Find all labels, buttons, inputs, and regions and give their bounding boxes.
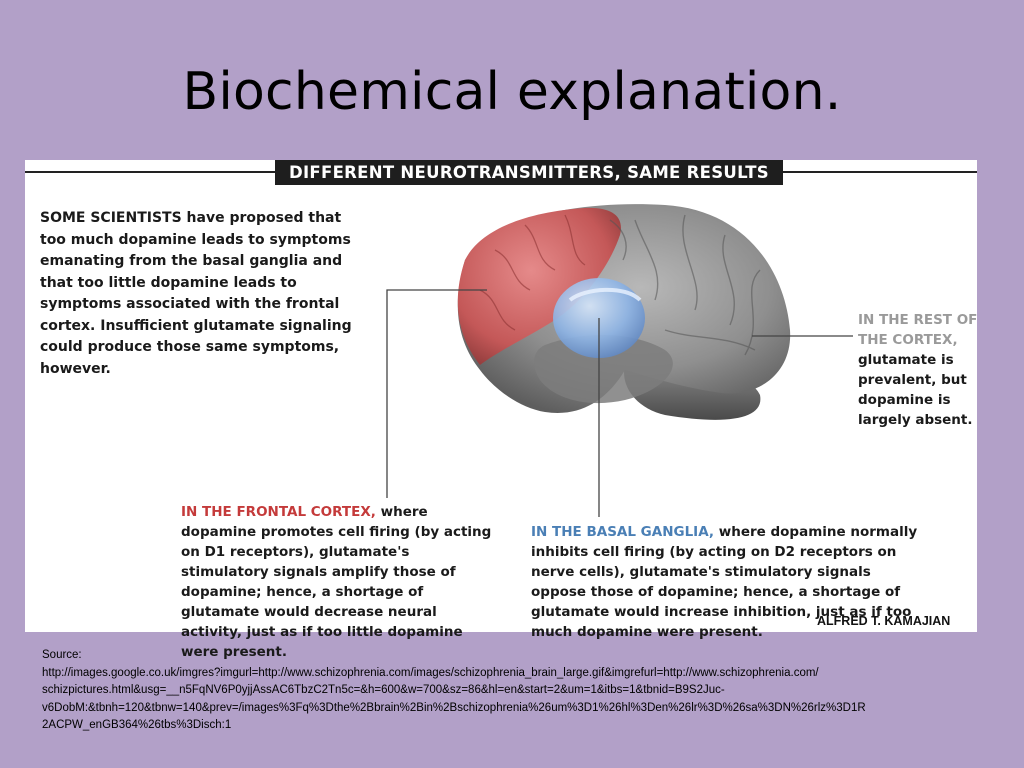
source-line: http://images.google.co.uk/imgres?imgurl… <box>42 666 819 679</box>
basal-ganglia-body: where dopamine normally inhibits cell fi… <box>531 524 918 640</box>
basal-ganglia-head: IN THE BASAL GANGLIA, <box>531 524 715 540</box>
temporal-lobe <box>533 334 673 404</box>
source-line: v6DobM:&tbnh=120&tbnw=140&prev=/images%3… <box>42 701 866 714</box>
intro-lead: SOME SCIENTISTS <box>40 210 182 226</box>
rest-of-cortex-body: glutamate is prevalent, but dopamine is … <box>858 352 973 428</box>
figure-header: DIFFERENT NEUROTRANSMITTERS, SAME RESULT… <box>275 160 783 185</box>
slide-title: Biochemical explanation. <box>182 62 842 122</box>
rest-of-cortex-head: IN THE REST OF THE CORTEX, <box>858 312 978 348</box>
intro-text: SOME SCIENTISTS have proposed that too m… <box>40 208 370 380</box>
rest-of-cortex-caption: IN THE REST OF THE CORTEX, glutamate is … <box>858 310 978 430</box>
brain-figure: DIFFERENT NEUROTRANSMITTERS, SAME RESULT… <box>25 160 978 660</box>
brain-illustration <box>386 204 853 517</box>
leader-lines <box>386 289 853 517</box>
source-line: schizpictures.html&usg=__n5FqNV6P0yjjAss… <box>42 684 725 696</box>
frontal-cortex-head: IN THE FRONTAL CORTEX, <box>181 504 376 520</box>
source-line: Source: <box>42 649 82 661</box>
frontal-cortex-body: where dopamine promotes cell firing (by … <box>181 504 492 660</box>
frontal-cortex-caption: IN THE FRONTAL CORTEX, where dopamine pr… <box>181 502 501 662</box>
basal-ganglia-caption: IN THE BASAL GANGLIA, where dopamine nor… <box>531 522 926 642</box>
source-line: 2ACPW_enGB364%26tbs%3Disch:1 <box>42 719 232 731</box>
source-citation: Source: http://images.google.co.uk/imgre… <box>42 647 972 735</box>
intro-body: have proposed that too much dopamine lea… <box>40 210 352 377</box>
frontal-cortex-red <box>457 207 621 365</box>
illustrator-credit: ALFRED T. KAMAJIAN <box>817 614 951 628</box>
